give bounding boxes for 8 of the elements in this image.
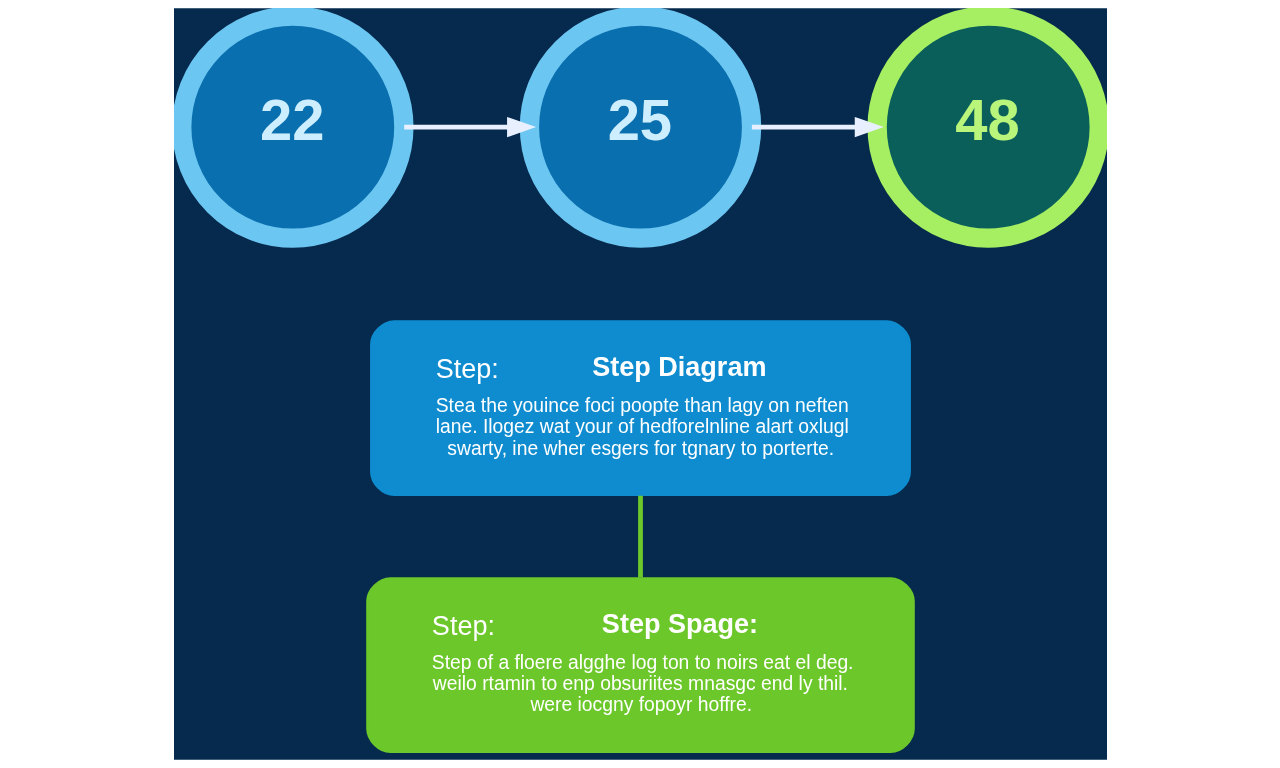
- arrow: [403, 116, 536, 138]
- node-box: Step: Step Diagram Stea the youince foci poopte than lagy on neften lane. Ilogez wat your of hedforelnline alart oxlugl swarty, ine wher esgers for tgnary to porterte.: [369, 320, 911, 497]
- arrow: [751, 116, 884, 138]
- connector: [637, 495, 643, 578]
- node-circle: 22: [173, 8, 414, 248]
- node-circle: 48: [866, 8, 1107, 248]
- node-box: Step: Step Spage: Step of a floere algghe log ton to noirs eat el deg. weilo rtamin to enp obsuriites mnasgc end ly thil. were iocgny fopoyr hoffre.: [365, 577, 915, 753]
- node-circle: 25: [519, 8, 761, 248]
